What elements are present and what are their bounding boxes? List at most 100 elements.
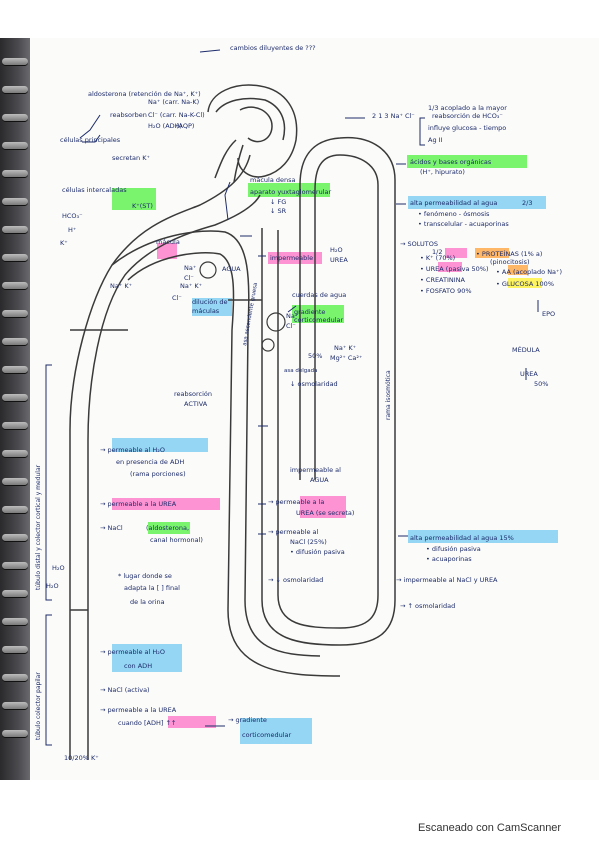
note-celulas-principales: células principales — [60, 136, 121, 144]
highlight — [475, 248, 509, 258]
note-ng1b: reabsorción de HCO₃⁻ — [432, 112, 503, 120]
highlight — [407, 155, 527, 168]
note-ap-sub1: • difusión pasiva — [426, 545, 481, 553]
note-epo: EPO — [542, 310, 555, 318]
note-na-c: Na⁺ — [184, 264, 196, 272]
binding-ring — [2, 674, 28, 681]
annotation-arrows — [199, 49, 539, 727]
highlight — [192, 298, 232, 316]
note-acidos-bases: ácidos y bases orgánicas — [410, 158, 492, 166]
note-macula: mácula densa — [250, 176, 295, 184]
note-gradiente2-b: corticomedular — [242, 731, 291, 739]
note-alta-perm2: alta permeabilidad al agua 15% — [410, 534, 514, 542]
note-perm-h2o-c: (rama porciones) — [130, 470, 186, 478]
binding-ring — [2, 450, 28, 457]
note-perm-h2o2: → permeable al H₂O — [100, 648, 165, 656]
binding-ring — [2, 282, 28, 289]
highlight — [157, 243, 177, 259]
binding-ring — [2, 114, 28, 121]
binding-ring — [2, 310, 28, 317]
note-secretan: secretan K⁺ — [112, 154, 150, 162]
note-pct-k: 10/20% K⁺ — [64, 754, 99, 762]
note-naca: Na⁺ K⁺ — [334, 344, 356, 352]
note-na-cl-213: 2 1 3 Na⁺ Cl⁻ — [372, 112, 415, 120]
note-urea: UREA — [330, 256, 348, 264]
note-reabsorcion: reabsorción — [174, 390, 212, 398]
highlight — [292, 305, 344, 323]
note-perm-nacl-mid3: • difusión pasiva — [290, 548, 345, 556]
note-nacl-l: → NaCl — [100, 524, 123, 532]
note-rama-iso: rama isosmótica — [385, 370, 392, 420]
note-perm-h2o-b: en presencia de ADH — [116, 458, 184, 466]
note-nacl-act: → NaCl (activa) — [100, 686, 150, 694]
note-perm-urea-mid: → permeable a la — [268, 498, 324, 506]
binding-ring — [2, 394, 28, 401]
note-pct-50: 50% — [308, 352, 322, 360]
binding-ring — [2, 506, 28, 513]
binding-ring — [2, 618, 28, 625]
note-medula: MÉDULA — [512, 345, 540, 354]
note-lugar1: * lugar donde se — [118, 572, 172, 580]
highlight — [268, 252, 322, 264]
brackets — [45, 114, 425, 746]
note-imperm-h2o-urea: impermeable — [270, 254, 313, 262]
note-nacl-l3: canal hormonal) — [150, 536, 203, 544]
note-h2o-small: H₂O — [52, 564, 65, 572]
note-nacl-l2: (aldosterona, — [146, 524, 189, 532]
note-s-creat: • CREATININA — [420, 276, 466, 284]
note-ion-aqp: (AQP) — [176, 122, 194, 130]
note-asa-delgada: asa delgada — [284, 368, 317, 374]
binding-ring — [2, 534, 28, 541]
highlight — [438, 262, 462, 272]
note-h2o-small2: H₂O — [46, 582, 59, 590]
note-s-aa: • AA (acoplado Na⁺) — [496, 268, 562, 276]
note-na-k-mid: Na⁺ — [286, 312, 298, 320]
note-s-k: • K⁺ (70%) — [420, 254, 455, 262]
note-lugar3: de la orina — [130, 598, 165, 606]
note-tubulo-distal: túbulo distal y colector cortical y medu… — [35, 464, 42, 590]
binding-ring — [2, 86, 28, 93]
note-na-plus-k: Na⁺ K⁺ — [180, 282, 202, 290]
binding-ring — [2, 590, 28, 597]
highlight — [168, 716, 216, 728]
note-osmol3: → ↑ osmolaridad — [400, 602, 455, 610]
note-dilucion: dilución de — [192, 298, 228, 306]
note-s-fosf: • FOSFATO 90% — [420, 287, 472, 295]
note-aldosterona: aldosterona (retención de Na⁺, K⁺) — [88, 90, 201, 98]
note-cuando: cuando [ADH] ↑↑ — [118, 719, 176, 727]
spiral-binding — [0, 38, 30, 780]
highlight — [248, 183, 330, 197]
note-perm-h2o2b: con ADH — [124, 662, 152, 670]
note-reabsorben: reabsorben — [110, 111, 147, 119]
highlight — [112, 498, 220, 510]
note-fw2: • transcelular - acuaporinas — [418, 220, 509, 228]
note-alto-agua: cuerdas de agua — [292, 291, 346, 299]
note-gradiente: gradiente — [294, 308, 325, 316]
highlight — [408, 196, 546, 209]
note-k-plus: K⁺ — [60, 239, 68, 247]
note-cl-mid: Cl⁻ — [286, 322, 296, 330]
note-asa-gruesa: asa ascendente gruesa — [242, 282, 259, 346]
note-perm-urea: → permeable a la UREA — [100, 500, 177, 508]
pump-icon — [266, 312, 286, 332]
note-k-st: K⁺(ST) — [132, 202, 153, 210]
note-gradiente-b: → gradiente — [228, 716, 267, 724]
highlight — [112, 438, 208, 452]
note-lfg: ↓ FG — [270, 198, 286, 206]
note-agua: AGUA — [222, 265, 241, 273]
binding-ring — [2, 422, 28, 429]
note-activa: ACTIVA — [184, 400, 208, 408]
note-solutos-sub: 1/2 — [432, 248, 442, 256]
note-ion-na: Na⁺ (carr. Na-K) — [148, 98, 199, 106]
note-dilucion2: máculas — [192, 307, 220, 315]
binding-ring — [2, 142, 28, 149]
macula-cell-icon — [199, 261, 217, 279]
binding-ring — [2, 562, 28, 569]
note-ng1: 1/3 acoplado a la mayor — [428, 104, 507, 112]
note-acidos-bases-sub: (H⁺, hipurato) — [420, 168, 465, 176]
note-tubulo-colector: túbulo colector papilar — [35, 672, 42, 740]
note-imperm-agua-mid: impermeable al — [290, 466, 341, 474]
note-imperm-nacl-urea: → impermeable al NaCl y UREA — [396, 576, 498, 584]
note-cl-c: Cl⁻ — [184, 274, 194, 282]
